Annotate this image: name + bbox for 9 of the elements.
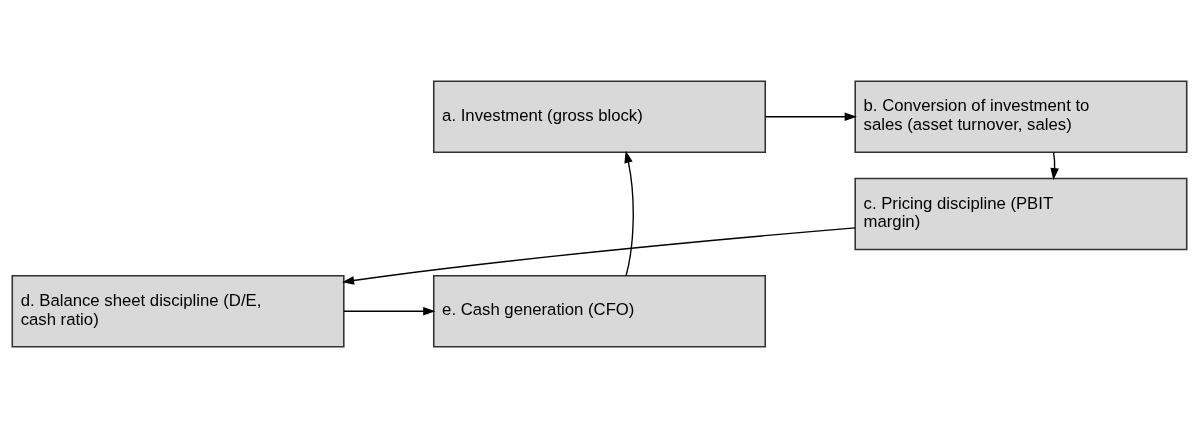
- arrow: [624, 150, 634, 277]
- node-box: c. Pricing discipline (PBIT margin): [854, 177, 1188, 251]
- node-box: a. Investment (gross block): [432, 80, 767, 154]
- node-box: e. Cash generation (CFO): [432, 274, 767, 348]
- arrow: [764, 112, 857, 121]
- arrow: [341, 227, 856, 285]
- node-box: d. Balance sheet discipline (D/E, cash ratio): [11, 274, 345, 348]
- arrow: [343, 307, 436, 316]
- node-box: b. Conversion of investment to sales (asset turnover, sales): [854, 80, 1188, 154]
